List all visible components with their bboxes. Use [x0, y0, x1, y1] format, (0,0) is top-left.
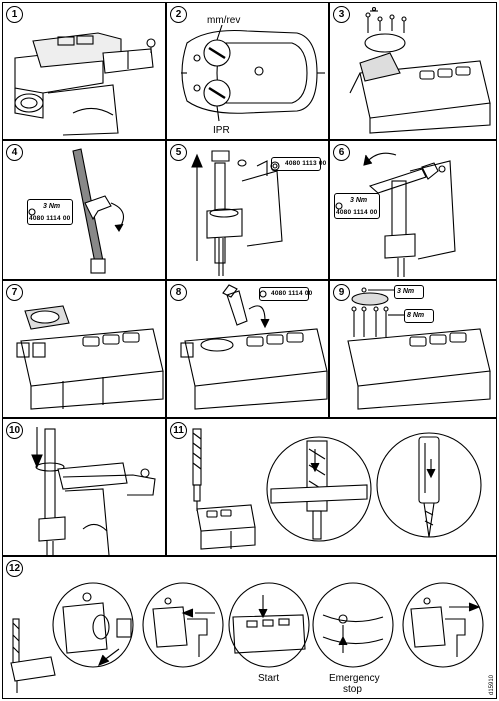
torque-box-b [404, 309, 434, 323]
cover-removal-illustration [349, 6, 491, 134]
torque-box-a [394, 285, 424, 299]
emergency-stop-label-line2: stop [343, 684, 362, 695]
panel-step-12: 12 Start Emergency stop [2, 556, 497, 699]
panel-step-11: 11 [166, 418, 497, 556]
startup-sequence-illustration [10, 582, 484, 693]
shaft-wrench-illustration [28, 148, 125, 274]
torque-value-a: 3 Nm [397, 288, 415, 295]
step-number: 11 [170, 422, 187, 439]
bolt-torque-illustration [347, 287, 491, 410]
step-number: 4 [6, 144, 23, 161]
start-label: Start [258, 673, 280, 684]
panel-step-7: 7 [2, 280, 166, 418]
cover-fit-illustration [16, 305, 164, 410]
step-number: 9 [333, 284, 350, 301]
step-number: 6 [333, 144, 350, 161]
wrench-tighten-illustration [335, 152, 456, 277]
step-number: 2 [170, 6, 187, 23]
panel-step-9: 9 3 Nm 8 Nm [329, 280, 497, 418]
document-id: d15910 [489, 674, 495, 695]
tool-part-number: 4080 1114 00 [336, 209, 378, 216]
panel-step-10: 10 [2, 418, 166, 556]
step-number: 7 [6, 284, 23, 301]
torque-value: 3 Nm [350, 197, 368, 204]
tool-illustration [14, 32, 156, 136]
tool-part-number: 4080 1113 00 [285, 160, 327, 167]
panel-step-3: 3 [329, 2, 497, 140]
emergency-stop-label-line1: Emergency [329, 673, 380, 684]
panel-step-8: 8 4080 1114 00 [166, 280, 329, 418]
feed-label-ipr: IPR [213, 125, 230, 136]
panel-step-1: 1 [2, 2, 166, 140]
adjust-wrench-illustration [180, 284, 328, 410]
panel-step-4: 4 3 Nm 4080 1114 00 [2, 140, 166, 280]
shaft-removal-illustration [191, 150, 283, 276]
gearbox-illustration [181, 24, 325, 122]
step-number: 5 [170, 144, 187, 161]
tool-part-number: 4080 1114 00 [271, 290, 313, 297]
panel-step-5: 5 4080 1113 00 [166, 140, 329, 280]
tool-part-number: 4080 1114 00 [29, 215, 71, 222]
panel-step-6: 6 3 Nm 4080 1114 00 [329, 140, 497, 280]
step-number: 3 [333, 6, 350, 23]
step-number: 8 [170, 284, 187, 301]
step-number: 1 [6, 6, 23, 23]
torque-value-b: 8 Nm [407, 312, 425, 319]
panel-step-2: 2 mm/rev IPR [166, 2, 329, 140]
step-number: 12 [6, 560, 23, 577]
spindle-insert-illustration [31, 427, 156, 555]
step-number: 10 [6, 422, 23, 439]
drill-insert-illustration [192, 428, 482, 550]
torque-value: 3 Nm [43, 203, 61, 210]
feed-label-mm-rev: mm/rev [207, 15, 241, 26]
